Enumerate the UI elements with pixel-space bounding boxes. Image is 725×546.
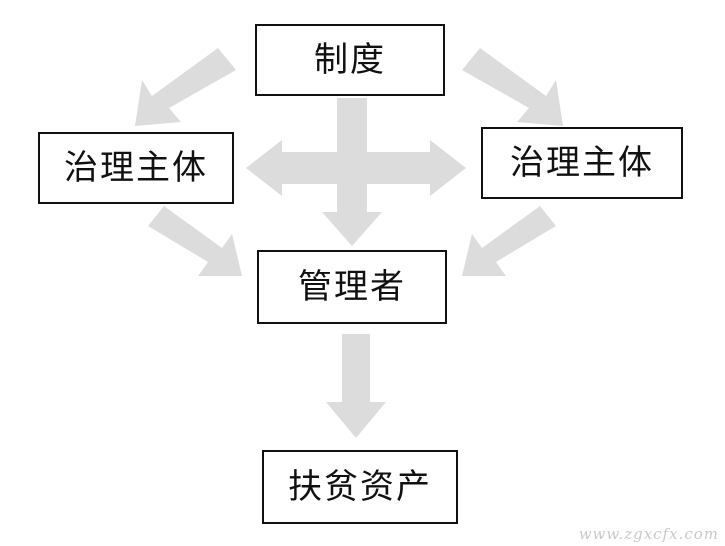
arrow-system-to-left [135,48,236,126]
arrow-manager-to-assets [326,334,386,438]
node-manager: 管理者 [257,250,447,324]
node-assets: 扶贫资产 [262,450,458,524]
watermark: www.zgxcfx.com [578,525,719,543]
node-governance-right-label: 治理主体 [510,143,654,183]
node-governance-left: 治理主体 [38,132,234,204]
node-governance-left-label: 治理主体 [64,148,208,188]
arrow-right-to-manager [462,206,556,276]
node-manager-label: 管理者 [298,267,406,307]
arrow-system-to-manager [322,98,382,246]
arrow-system-to-right [462,48,563,126]
node-governance-right: 治理主体 [481,127,683,199]
node-system-label: 制度 [314,40,386,80]
node-assets-label: 扶贫资产 [288,467,432,507]
node-system: 制度 [255,24,445,96]
arrow-left-to-manager [148,206,242,276]
